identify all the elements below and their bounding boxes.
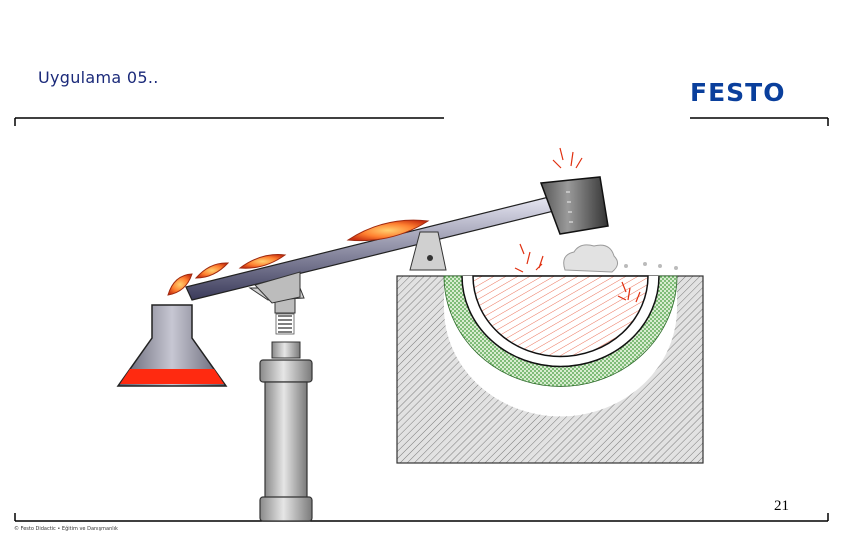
smoke-cloud: [563, 244, 678, 273]
flask: [116, 304, 228, 387]
molten-metal-in-flask: [120, 369, 224, 384]
ladle: [539, 176, 609, 235]
copyright-text: © Festo Didactic • Eğitim ve Danışmanlık: [14, 526, 118, 532]
pneumatic-cylinder: [259, 296, 313, 522]
casting-mould: [396, 275, 704, 464]
page-number: 21: [774, 498, 789, 514]
page-title: Uygulama 05..: [38, 68, 159, 87]
molten-metal-in-mould: [472, 275, 649, 358]
header-rule: [14, 117, 829, 126]
festo-logo: FESTO: [690, 78, 786, 107]
footer-rule: [14, 513, 829, 522]
sparks-ladle: [552, 147, 583, 169]
flames: [167, 219, 430, 296]
pour-beam: [185, 195, 559, 304]
sparks-mould: [514, 243, 641, 303]
beam-support: [409, 231, 447, 271]
